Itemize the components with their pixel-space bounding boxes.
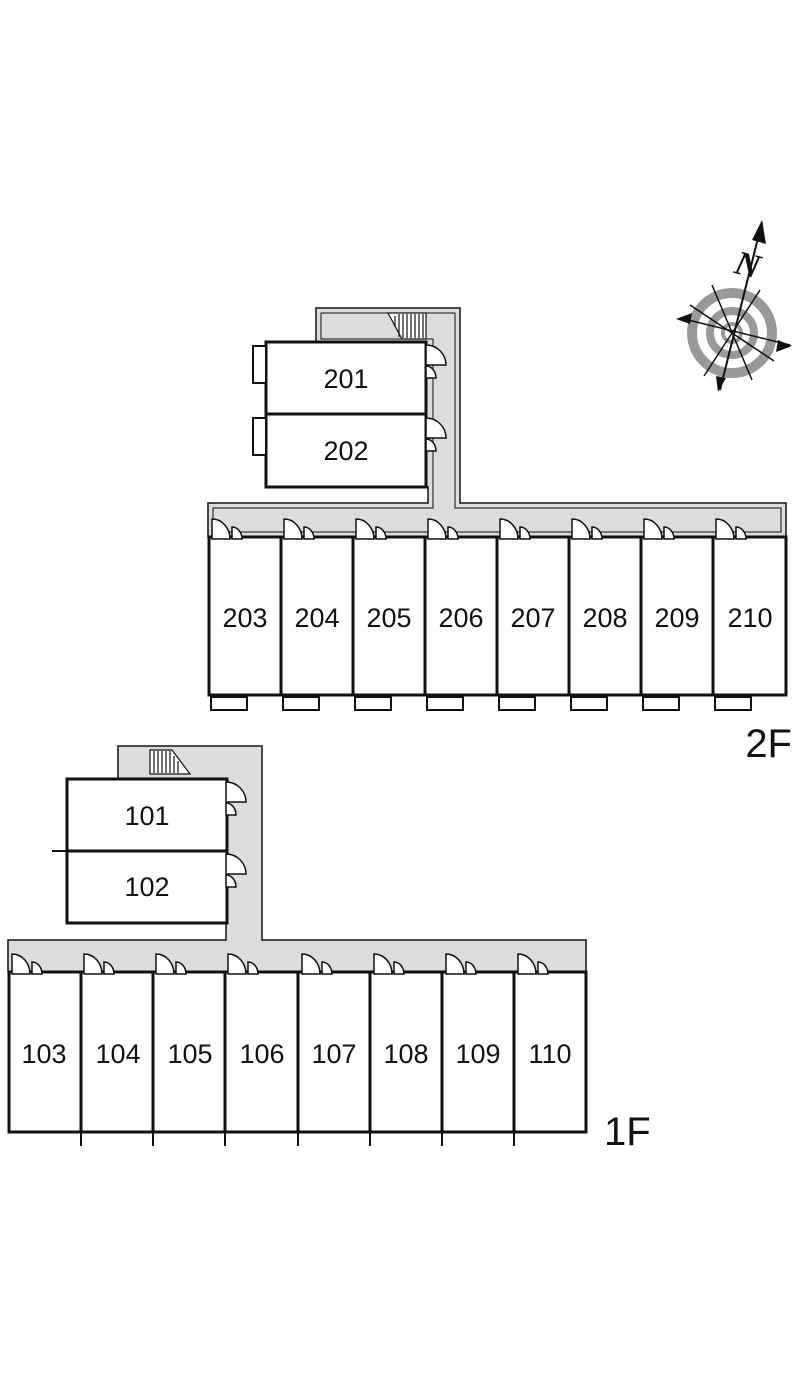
door-icon — [227, 953, 259, 975]
door-icon — [155, 953, 187, 975]
unit-201: 201 — [252, 340, 428, 416]
unit-205: 205 — [351, 518, 427, 711]
door-icon — [211, 518, 243, 540]
floor-label-2f: 2F — [745, 722, 792, 766]
unit-label: 202 — [323, 436, 368, 466]
unit-label: 101 — [124, 801, 169, 831]
unit-107: 107 — [296, 953, 372, 1146]
door-icon — [715, 518, 747, 540]
unit-110: 110 — [512, 953, 588, 1134]
unit-104: 104 — [79, 953, 155, 1146]
door-icon — [373, 953, 405, 975]
compass-rose-icon: N — [676, 220, 792, 392]
unit-106: 106 — [223, 953, 300, 1146]
unit-209: 209 — [639, 518, 715, 711]
door-icon — [499, 518, 531, 540]
unit-203: 203 — [207, 518, 283, 711]
unit-208: 208 — [567, 518, 643, 711]
unit-109: 109 — [440, 953, 516, 1146]
unit-label: 106 — [239, 1039, 284, 1069]
door-icon — [643, 518, 675, 540]
unit-label: 204 — [294, 603, 339, 633]
unit-101: 101 — [65, 777, 229, 853]
unit-108: 108 — [368, 953, 444, 1146]
door-icon — [517, 953, 549, 975]
unit-label: 206 — [438, 603, 483, 633]
door-icon — [445, 953, 477, 975]
unit-207: 207 — [495, 518, 571, 711]
unit-label: 201 — [323, 364, 368, 394]
unit-label: 208 — [582, 603, 627, 633]
door-icon — [225, 781, 247, 816]
unit-label: 108 — [383, 1039, 428, 1069]
unit-label: 109 — [455, 1039, 500, 1069]
unit-label: 210 — [727, 603, 772, 633]
unit-label: 103 — [21, 1039, 66, 1069]
floor-1f: 101 102 103 — [7, 745, 651, 1154]
door-icon — [425, 344, 447, 379]
unit-204: 204 — [279, 518, 355, 711]
unit-label: 110 — [528, 1039, 571, 1069]
unit-105: 105 — [151, 953, 227, 1146]
door-icon — [83, 953, 115, 975]
stairs-1f — [149, 749, 192, 775]
unit-label: 102 — [124, 872, 169, 902]
unit-label: 207 — [510, 603, 555, 633]
door-icon — [427, 518, 459, 540]
unit-202: 202 — [252, 412, 428, 489]
unit-206: 206 — [423, 518, 499, 711]
door-icon — [571, 518, 603, 540]
stairs-2f — [386, 312, 427, 340]
unit-label: 107 — [311, 1039, 356, 1069]
unit-103: 103 — [7, 953, 83, 1146]
unit-102: 102 — [52, 849, 229, 925]
door-icon — [425, 417, 447, 452]
door-icon — [283, 518, 315, 540]
door-icon — [225, 853, 247, 888]
floor-label-1f: 1F — [604, 1110, 651, 1154]
unit-label: 209 — [654, 603, 699, 633]
unit-210: 210 — [711, 518, 788, 711]
door-icon — [355, 518, 387, 540]
north-label: N — [730, 244, 765, 286]
floor-2f: 201 202 203 — [207, 307, 792, 766]
door-icon — [301, 953, 333, 975]
unit-label: 104 — [95, 1039, 140, 1069]
unit-label: 203 — [222, 603, 267, 633]
unit-label: 205 — [366, 603, 411, 633]
unit-label: 105 — [167, 1039, 212, 1069]
door-icon — [11, 953, 43, 975]
